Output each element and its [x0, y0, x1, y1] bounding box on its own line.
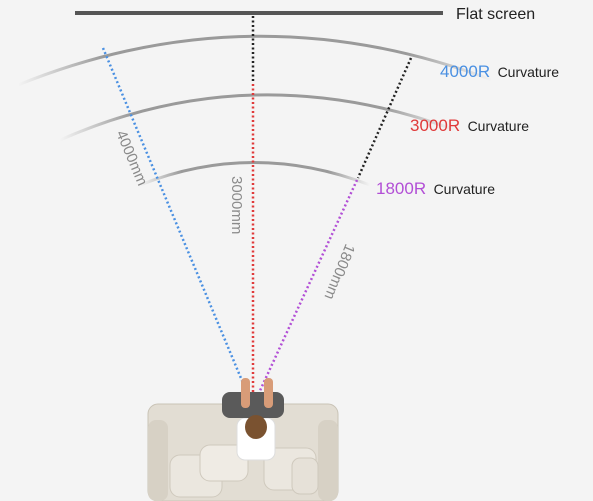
sofa-arm-right — [318, 420, 338, 501]
sofa-cushion-2 — [199, 444, 249, 482]
arc-4000r — [17, 34, 493, 87]
person-legs — [222, 392, 284, 418]
sofa-with-viewer — [147, 378, 339, 501]
line-1800-purple — [256, 179, 359, 396]
label-1800r-suffix: Curvature — [434, 181, 496, 197]
line-right-black — [356, 57, 413, 179]
arc-1800r — [139, 161, 371, 187]
label-3000r: 3000R Curvature — [410, 116, 529, 135]
person-arm-right — [264, 378, 273, 408]
flat-screen-label: Flat screen — [456, 6, 535, 23]
distance-1800mm: 1800mm — [320, 242, 358, 302]
label-1800r: 1800R Curvature — [376, 179, 495, 198]
label-4000r-value: 4000R — [440, 62, 490, 81]
label-4000r: 4000R Curvature — [440, 62, 559, 81]
person-head — [245, 415, 267, 439]
sofa-arm-left — [148, 420, 168, 501]
distance-4000mm: 4000mm — [112, 128, 150, 188]
distance-3000mm: 3000mm — [228, 176, 245, 234]
arc-3000r — [59, 93, 456, 142]
sofa-cushion-4 — [291, 457, 319, 495]
label-1800r-value: 1800R — [376, 179, 426, 198]
label-3000r-value: 3000R — [410, 116, 460, 135]
person-arm-left — [241, 378, 250, 408]
label-3000r-suffix: Curvature — [468, 118, 530, 134]
label-4000r-suffix: Curvature — [498, 64, 560, 80]
line-4000-blue — [101, 47, 250, 396]
